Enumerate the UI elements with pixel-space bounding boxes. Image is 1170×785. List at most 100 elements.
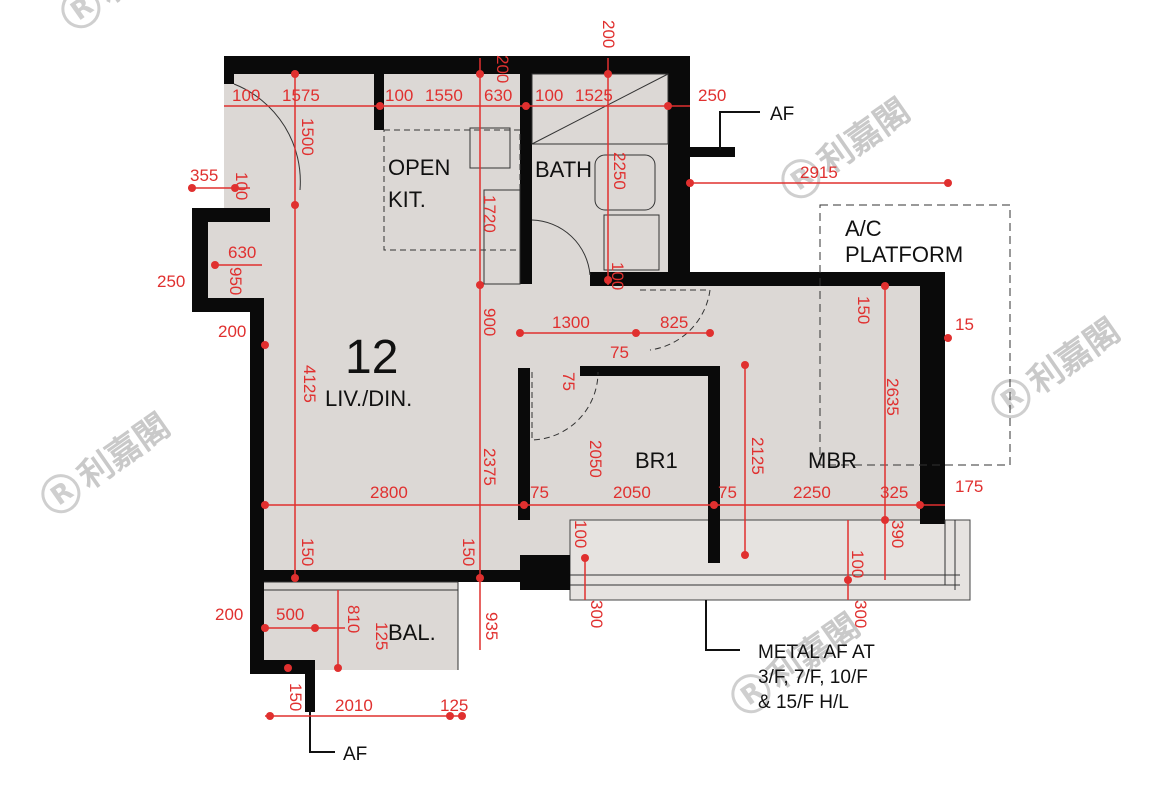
wall-top: [224, 56, 690, 74]
watermark-text: 利嘉閣: [1021, 311, 1127, 402]
dim-label: 950: [226, 267, 245, 295]
dim-tick: [944, 179, 952, 187]
watermark: R 利嘉閣: [41, 406, 178, 514]
label-kitchen: KIT.: [388, 187, 426, 212]
dim-tick: [261, 341, 269, 349]
br1-door-swing: [531, 371, 599, 441]
dim-label: 2250: [610, 152, 629, 190]
wall-br1-top: [580, 366, 720, 376]
bath-door-swing: [531, 219, 591, 276]
dim-label: 2125: [748, 437, 767, 475]
dim-tick: [581, 554, 589, 562]
dim-tick: [261, 501, 269, 509]
watermark: R 利嘉閣: [61, 0, 198, 29]
wall-bath-left: [520, 74, 532, 284]
dim-label: 150: [854, 296, 873, 324]
watermark: R 利嘉閣: [991, 311, 1128, 419]
dim-label: 100: [232, 86, 260, 105]
dim-tick: [231, 184, 239, 192]
dim-label: 150: [298, 538, 317, 566]
dim-label: 200: [493, 55, 512, 83]
dim-label: 100: [571, 520, 590, 548]
dim-label: 1525: [575, 86, 613, 105]
dim-tick: [476, 574, 484, 582]
floor-metal-af: [569, 519, 971, 601]
dim-tick: [311, 624, 319, 632]
wall-br1-left: [518, 368, 530, 520]
watermark-logo-icon: [991, 379, 1031, 419]
bath-toilet: [594, 154, 656, 211]
dim-label: 100: [535, 86, 563, 105]
wall-right: [920, 272, 945, 524]
dim-label: 825: [660, 313, 688, 332]
dim-label: 75: [530, 483, 549, 502]
dim-label: 125: [440, 696, 468, 715]
dim-tick: [604, 276, 612, 284]
walls: [192, 56, 945, 712]
dim-tick: [741, 361, 749, 369]
wall-kitchen-left: [374, 74, 384, 130]
note-metal-af-2: 3/F, 7/F, 10/F: [758, 667, 868, 688]
watermark-logo-icon: [731, 674, 771, 714]
dim-label: 250: [698, 86, 726, 105]
wall-af-bottom: [305, 672, 315, 712]
dim-label: 390: [888, 520, 907, 548]
dim-label: 935: [482, 612, 501, 640]
dim-label: 2250: [793, 483, 831, 502]
watermark-logo-icon: [61, 0, 101, 29]
dim-label: 630: [484, 86, 512, 105]
dim-tick: [881, 282, 889, 290]
dim-label: 810: [344, 605, 363, 633]
dim-label: 1550: [425, 86, 463, 105]
ac-platform: [819, 204, 1011, 466]
note-af-top: AF: [770, 104, 794, 125]
dim-label: 1300: [552, 313, 590, 332]
dim-label: 630: [228, 243, 256, 262]
wall-bath-bottom: [590, 272, 690, 286]
note-metal-af-1: METAL AF AT: [758, 642, 875, 663]
dim-tick: [446, 712, 454, 720]
dim-label: 1500: [298, 118, 317, 156]
wall-bottom-left: [250, 660, 315, 674]
label-unit-number: 12: [345, 331, 398, 384]
note-metal-af-3: & 15/F H/L: [758, 692, 849, 713]
label-bath: BATH: [535, 157, 592, 182]
dim-tick: [916, 501, 924, 509]
dim-label: 75: [610, 343, 629, 362]
leader-metal-af: [705, 600, 740, 651]
watermark: R 利嘉閣: [781, 91, 918, 199]
label-balcony: BAL.: [388, 620, 436, 645]
dim-label: 15: [955, 315, 974, 334]
watermark-text: 利嘉閣: [71, 406, 177, 497]
dim-label: 2050: [586, 440, 605, 478]
dim-tick: [476, 281, 484, 289]
dim-tick: [844, 576, 852, 584]
dimension-labels: 100 15 75 100 1550 630 100 1525 250 200 2…: [157, 20, 983, 715]
kitchen-fridge: [469, 127, 511, 169]
wall-bottom-column: [520, 555, 570, 590]
wall-right-bath: [668, 74, 690, 284]
dimension-lines: [188, 58, 950, 717]
dim-label: 1720: [480, 195, 499, 233]
dim-tick: [211, 261, 219, 269]
dim-tick: [520, 501, 528, 509]
dim-label: 355: [190, 166, 218, 185]
dim-label: 125: [372, 622, 391, 650]
dim-label: 300: [851, 600, 870, 628]
mbr-door-swing: [640, 289, 711, 351]
dim-tick: [741, 551, 749, 559]
dim-label: 200: [599, 20, 618, 48]
dim-tick: [291, 70, 299, 78]
dim-label: 100: [608, 262, 627, 290]
leader-af-top: [719, 111, 760, 150]
dim-label: 2375: [480, 448, 499, 486]
dim-label: 900: [480, 308, 499, 336]
wall-bay-left: [192, 208, 208, 312]
dim-tick: [632, 329, 640, 337]
bath-basin: [603, 214, 660, 271]
dim-tick: [291, 201, 299, 209]
dim-label: 500: [276, 605, 304, 624]
dim-label: 100: [848, 550, 867, 578]
label-br1: BR1: [635, 448, 678, 473]
dim-tick: [261, 624, 269, 632]
